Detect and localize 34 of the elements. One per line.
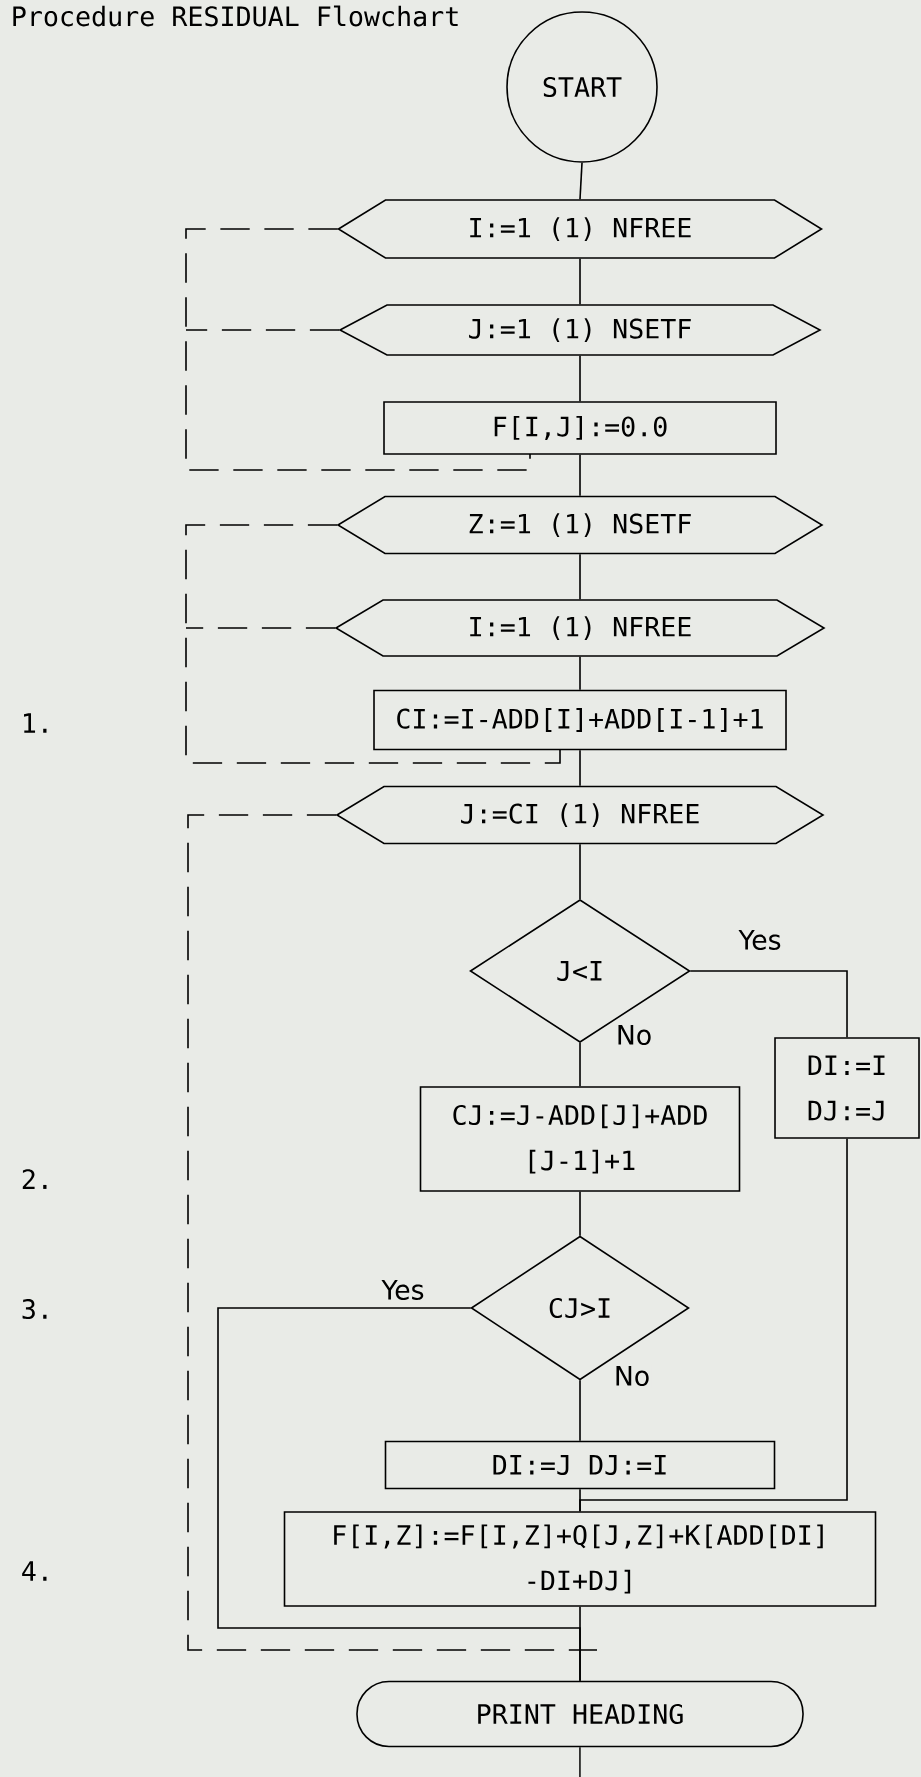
dashed-line [185,524,561,764]
connector [579,454,581,497]
edge-label: Yes [737,928,783,952]
process-box: DI:=I DJ:=J [774,1037,920,1139]
dashed-line [185,627,336,629]
connector [579,1191,581,1237]
terminal-box: PRINT HEADING [356,1680,804,1748]
process-box: CJ:=J-ADD[J]+ADD [J-1]+1 [419,1086,741,1192]
connector [579,656,581,691]
process-box: F[I,Z]:=F[I,Z]+Q[J,Z]+K[ADD[DI] -DI+DJ] [283,1511,877,1607]
connector [579,1606,581,1682]
step-number: 2. [22,1169,47,1189]
connector [579,553,581,600]
connector [579,162,583,200]
process-box: CI:=I-ADD[I]+ADD[I-1]+1 [373,689,787,751]
connector [579,258,581,305]
connector [579,1379,581,1442]
connector [579,1746,581,1777]
dashed-line [185,228,531,471]
connector [579,749,581,787]
step-number: 4. [22,1561,47,1581]
connector [689,970,848,1038]
edge-label: Yes [380,1278,426,1302]
step-number: 3. [22,1298,47,1320]
connector [579,1138,848,1512]
dashed-line [185,329,340,331]
process-box: F[I,J]:=0.0 [383,401,777,455]
step-number: 1. [24,713,47,733]
title: Procedure RESIDUAL Flowchart [13,5,458,27]
connector [579,355,581,402]
connector [579,843,581,900]
process-box: DI:=J DJ:=I [384,1440,776,1490]
dashed-line [187,814,598,1651]
connector [579,1042,581,1087]
